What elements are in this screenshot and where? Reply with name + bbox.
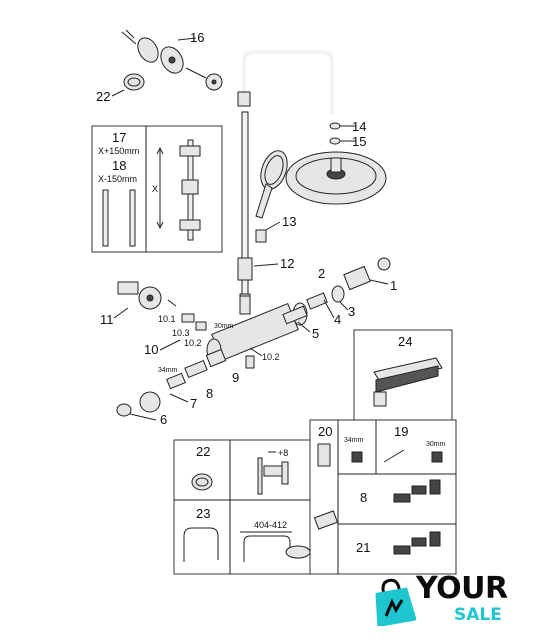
shower-riser: 14 15 13 12 [237,50,366,313]
panel-22-number: 22 [196,444,210,459]
tools-19-number: 19 [394,424,408,439]
hand-shower [255,150,288,219]
callout-2: 2 [318,266,325,281]
callout-13: 13 [282,214,296,229]
lower-accessory-panel: 22 +8 23 404-412 [173,439,311,575]
panel-plus8-label: +8 [278,448,288,458]
your-sale-logo: YOUR SALE [372,572,524,632]
wall-bracket-assembly: 16 22 [96,29,223,104]
callout-22: 22 [96,89,110,104]
left-handle-assembly: 11 10.1 10.3 10.2 10 [100,281,207,357]
extension-options-panel: 17 X+150mm 18 X-150mm X [91,125,223,253]
callout-8: 8 [206,386,213,401]
callout-10-1: 10.1 [158,314,176,324]
callout-3: 3 [348,304,355,319]
callout-6: 6 [160,412,167,427]
panel-23-number: 23 [196,506,210,521]
tools-21-number: 21 [356,540,370,555]
callout-15: 15 [352,134,366,149]
callout-24: 24 [398,334,412,349]
callout-14: 14 [352,119,366,134]
tools-20-number: 20 [318,424,332,439]
extension-x-label: X [152,184,158,194]
dimension-34mm-a: 34mm [158,367,178,374]
callout-10: 10 [144,342,158,357]
right-connector-assembly: 1 2 3 4 5 [282,257,397,341]
callout-4: 4 [334,312,341,327]
callout-10-3: 10.3 [172,328,190,338]
callout-9: 9 [232,370,239,385]
callout-16: 16 [190,30,204,45]
shopping-bag-icon [375,578,416,626]
callout-5: 5 [312,326,319,341]
callout-10-2-b: 10.2 [262,352,280,362]
callout-7: 7 [190,396,197,411]
extension-17-number: 17 [112,130,126,145]
dimension-30mm-a: 30mm [214,323,234,330]
lower-handle-assembly: 34mm 9 8 7 6 [116,348,255,427]
tools-30mm-label: 30mm [426,441,446,448]
shelf-panel: 24 [353,329,453,421]
extension-18-length: X-150mm [98,174,137,184]
overhead-shower-head [285,151,387,205]
callout-11: 11 [100,312,114,327]
callout-10-2: 10.2 [184,338,202,348]
logo-subtitle: SALE [454,605,502,625]
extension-18-number: 18 [112,158,126,173]
logo-word: YOUR [416,571,508,606]
callout-12: 12 [280,256,294,271]
panel-span-label: 404-412 [254,520,287,530]
tools-panel: 20 34mm 19 30mm 8 21 [309,419,457,575]
tools-8-number: 8 [360,490,367,505]
tools-34mm-label: 34mm [344,437,364,444]
callout-1: 1 [390,278,397,293]
extension-17-length: X+150mm [98,146,139,156]
